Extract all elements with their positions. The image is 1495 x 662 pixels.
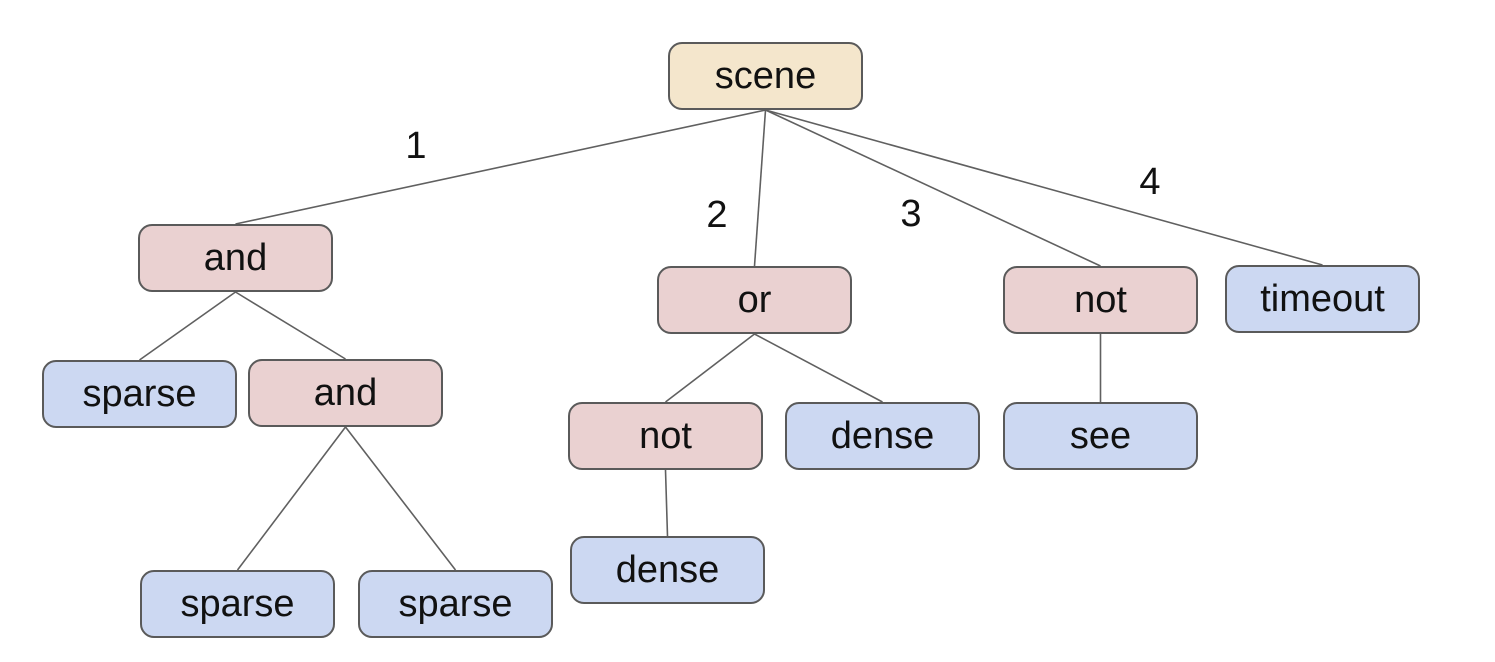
tree-node-and1: and xyxy=(138,224,333,292)
edge-scene-to-or1 xyxy=(753,109,767,267)
tree-node-dense1: dense xyxy=(785,402,980,470)
edge-and2-to-sparse2 xyxy=(236,426,347,571)
edge-and1-to-and2 xyxy=(235,291,346,360)
edge-and2-to-sparse3 xyxy=(344,426,457,571)
tree-node-timeout1: timeout xyxy=(1225,265,1420,333)
tree-node-not2: not xyxy=(1003,266,1198,334)
tree-node-not1: not xyxy=(568,402,763,470)
tree-node-or1: or xyxy=(657,266,852,334)
tree-node-and2: and xyxy=(248,359,443,427)
edge-scene-to-timeout1 xyxy=(765,109,1323,266)
tree-node-see1: see xyxy=(1003,402,1198,470)
edge-label-3: 3 xyxy=(900,193,922,235)
edge-label-2: 2 xyxy=(706,194,728,236)
edge-not1-to-dense2 xyxy=(664,469,669,537)
edge-and1-to-sparse1 xyxy=(139,291,236,361)
edge-or1-to-dense1 xyxy=(754,333,883,403)
tree-node-sparse2: sparse xyxy=(140,570,335,638)
tree-node-scene: scene xyxy=(668,42,863,110)
tree-node-sparse1: sparse xyxy=(42,360,237,428)
tree-node-sparse3: sparse xyxy=(358,570,553,638)
edge-scene-to-and1 xyxy=(235,109,766,225)
edge-or1-to-not1 xyxy=(665,333,755,403)
edge-label-1: 1 xyxy=(405,125,427,167)
edge-label-4: 4 xyxy=(1139,161,1161,203)
tree-node-dense2: dense xyxy=(570,536,765,604)
edge-scene-to-not2 xyxy=(765,109,1101,267)
